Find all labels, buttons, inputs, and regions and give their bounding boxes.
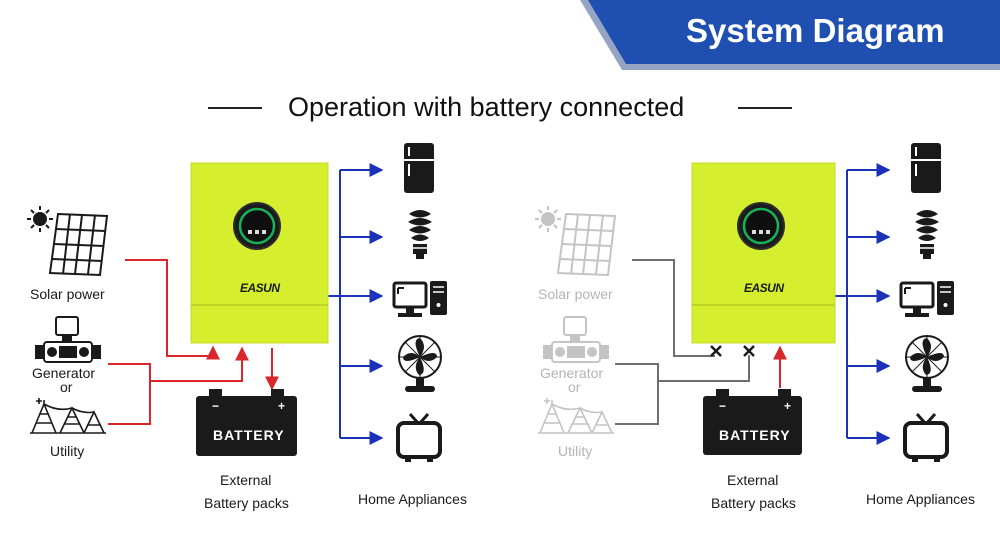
left-dc-wires xyxy=(108,259,279,425)
left-generator-icon xyxy=(35,316,101,363)
right-computer-icon xyxy=(899,281,954,317)
right-battery-label: BATTERY xyxy=(719,427,791,443)
right-inverter xyxy=(691,162,836,344)
left-appliances-caption: Home Appliances xyxy=(358,491,467,507)
right-battery-caption-1: External xyxy=(727,472,779,488)
left-battery-caption-2: Battery packs xyxy=(204,495,289,511)
right-fridge-icon xyxy=(911,143,941,193)
svg-text:+: + xyxy=(278,399,285,413)
left-ac-wires xyxy=(328,163,384,445)
right-battery-icon: − + xyxy=(703,389,802,455)
right-tv-icon xyxy=(903,413,949,462)
right-muted-wires xyxy=(615,259,750,425)
left-panel: − + xyxy=(27,143,447,462)
right-generator-label: Generator xyxy=(540,365,604,381)
left-battery-caption-1: External xyxy=(220,472,272,488)
right-solar-label: Solar power xyxy=(538,286,613,302)
right-bulb-icon xyxy=(915,210,939,259)
svg-text:−: − xyxy=(719,399,726,413)
left-inverter-brand: EASUN xyxy=(240,281,280,295)
left-sun-icon xyxy=(27,206,53,232)
left-computer-icon xyxy=(392,281,447,317)
right-appliances-caption: Home Appliances xyxy=(866,491,975,507)
right-fan-icon xyxy=(905,335,949,392)
diagram-subtitle: Operation with battery connected xyxy=(288,92,685,122)
right-utility-icon xyxy=(538,398,614,434)
left-generator-label: Generator xyxy=(32,365,96,381)
right-solar-panel-icon xyxy=(556,212,617,277)
left-fridge-icon xyxy=(404,143,434,193)
right-inverter-brand: EASUN xyxy=(744,281,784,295)
title-banner xyxy=(580,0,1000,70)
left-tv-icon xyxy=(396,413,442,462)
right-panel: − + xyxy=(535,143,954,462)
right-generator-icon xyxy=(543,316,609,363)
right-ac-wires xyxy=(835,163,891,445)
right-or-label: or xyxy=(568,379,581,395)
svg-text:−: − xyxy=(212,399,219,413)
left-or-label: or xyxy=(60,379,73,395)
right-sun-icon xyxy=(535,206,561,232)
left-solar-panel-icon xyxy=(48,212,109,277)
left-battery-icon: − + xyxy=(196,389,297,456)
right-disconnect-marks xyxy=(710,345,755,357)
left-utility-icon xyxy=(30,398,106,434)
page-title: System Diagram xyxy=(686,12,945,49)
left-inverter xyxy=(190,162,329,344)
left-fan-icon xyxy=(398,335,442,392)
svg-text:+: + xyxy=(784,399,791,413)
right-utility-label: Utility xyxy=(558,443,593,459)
left-solar-label: Solar power xyxy=(30,286,105,302)
left-utility-label: Utility xyxy=(50,443,85,459)
left-bulb-icon xyxy=(408,210,432,259)
left-battery-label: BATTERY xyxy=(213,427,285,443)
right-battery-caption-2: Battery packs xyxy=(711,495,796,511)
